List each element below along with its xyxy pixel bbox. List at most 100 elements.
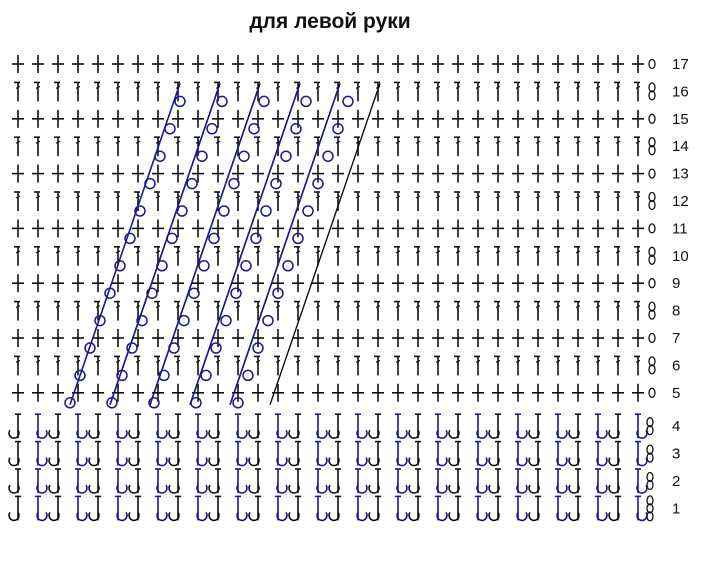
single-crochet-stitch [472,55,484,73]
single-crochet-stitch [632,164,644,183]
single-crochet-stitch [632,274,644,293]
post-stitch [235,468,248,494]
stitch-slash [595,305,601,309]
turning-chain [648,113,656,124]
single-crochet-stitch [312,164,324,183]
single-crochet-stitch [512,55,524,73]
stitch-hook [516,429,528,439]
cable-loop [252,342,264,354]
double-crochet-stitch [94,355,101,376]
stitch-hook [196,429,208,439]
cable-loop [126,342,138,354]
stitch-slash [495,359,501,363]
double-crochet-stitch [614,136,621,157]
post-stitch [608,440,621,467]
stitch-slash [575,85,581,89]
stitch-slash [295,305,301,309]
cable-line [189,83,301,406]
double-crochet-stitch [54,136,61,157]
stitch-slash [615,195,621,199]
double-crochet-stitch [494,136,501,157]
post-stitch [75,495,88,522]
stitch-slash [135,359,141,363]
post-stitch [235,495,248,522]
double-crochet-stitch [114,81,121,102]
stitch-slash [535,250,541,254]
post-stitch [48,495,61,522]
stitch-hook [8,429,20,439]
stitch-hook [208,511,220,522]
stitch-hook [476,511,488,522]
post-stitch [195,495,208,522]
stitch-hook [316,429,328,439]
stitch-hook [568,511,580,522]
post-stitch [128,468,141,494]
stitch-slash [155,195,161,199]
stitch-slash [95,359,101,363]
stitch-hook [516,484,528,494]
double-crochet-stitch [194,355,201,376]
post-stitch [8,440,21,467]
stitch-hook [8,511,20,522]
post-stitch [195,468,208,494]
stitch-slash [575,195,581,199]
post-stitch [275,413,288,439]
single-crochet-stitch [392,55,404,73]
stitch-slash [315,250,321,254]
post-stitch [395,413,408,439]
double-crochet-stitch [334,300,341,321]
double-crochet-stitch [194,81,201,102]
post-stitch [435,495,448,522]
single-crochet-stitch [292,329,304,347]
stitch-hook [368,484,380,494]
double-crochet-stitch [374,300,381,321]
stitch-slash [75,140,81,144]
single-crochet-stitch [332,383,344,402]
cable-loop [342,95,354,108]
cable-loop [168,342,180,354]
chain-loop [648,191,656,203]
stitch-slash [115,140,121,144]
single-crochet-stitch [572,164,584,183]
double-crochet-stitch [414,355,421,376]
stitch-hook [608,457,620,467]
chain-loop [648,58,656,70]
turning-chain [646,444,654,463]
single-crochet-stitch [592,55,604,73]
single-crochet-stitch [372,383,384,402]
cable-loop [302,205,314,217]
single-crochet-stitch [512,109,524,128]
cable-loop [258,95,270,108]
post-stitch [88,413,101,439]
stitch-slash [435,140,441,144]
post-stitch [48,440,61,467]
cable-loop [74,369,86,382]
single-crochet-stitch [492,383,504,402]
double-crochet-stitch [174,136,181,157]
single-crochet-stitch [552,109,564,128]
stitch-hook [276,429,288,439]
double-crochet-stitch [554,355,561,376]
cable-loop [290,123,302,135]
stitch-slash [615,140,621,144]
single-crochet-stitch [452,109,464,128]
post-stitch [248,413,261,439]
double-crochet-stitch [534,191,541,211]
post-stitch [528,440,541,467]
double-crochet-stitch [74,81,81,102]
double-crochet-stitch [274,81,281,102]
double-crochet-stitch [394,355,401,376]
double-crochet-stitch [634,81,641,102]
single-crochet-stitch [332,274,344,293]
single-crochet-stitch [152,55,164,73]
stitch-slash [595,359,601,363]
stitch-hook [76,457,88,467]
stitch-hook [356,429,368,439]
post-stitch [275,495,288,522]
double-crochet-stitch [114,300,121,321]
double-crochet-stitch [454,355,461,376]
double-crochet-stitch [214,136,221,157]
single-crochet-stitch [532,164,544,183]
chain-loop [648,309,656,320]
row-number: 7 [672,330,680,347]
